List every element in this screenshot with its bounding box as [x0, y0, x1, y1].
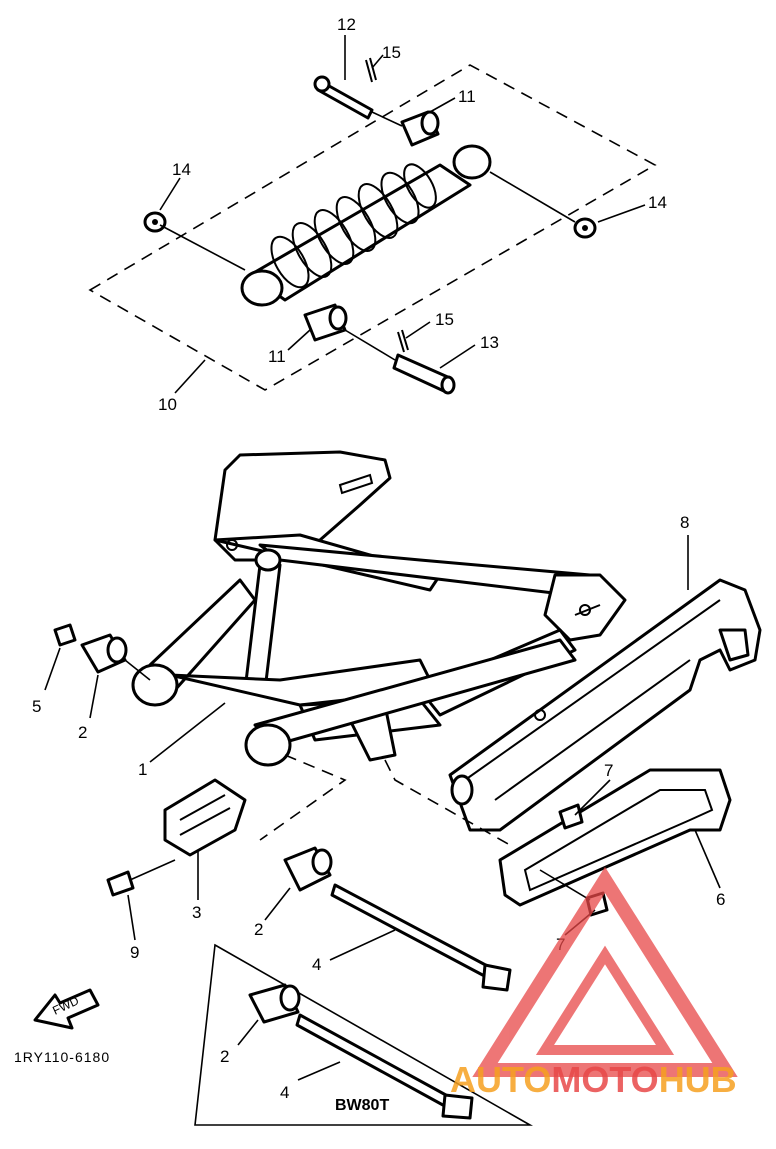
callout-12: 12: [337, 15, 356, 34]
variant-outline: [194, 943, 534, 1126]
shock-upper-pin: [313, 75, 374, 120]
assembly-guides: [124, 659, 591, 901]
watermark-part3: HUB: [659, 1059, 737, 1100]
callout-2-left: 2: [78, 723, 87, 742]
callout-6: 6: [716, 890, 725, 909]
collar-variant: [248, 983, 301, 1024]
rear-arm: [131, 450, 627, 767]
callout-2-middle: 2: [254, 920, 263, 939]
callout-14-right: 14: [648, 193, 667, 212]
callout-15-upper: 15: [382, 43, 401, 62]
callout-5: 5: [32, 697, 41, 716]
chain-puller: [498, 768, 732, 907]
callout-13: 13: [480, 333, 499, 352]
watermark-text: AUTOMOTOHUB: [450, 1059, 737, 1100]
callout-10: 10: [158, 395, 177, 414]
shock-assembly-guides: [159, 111, 576, 361]
cotter-pin-lower: [397, 329, 409, 353]
figure-code: 1RY110-6180: [14, 1049, 110, 1065]
watermark-part1: AUTO: [450, 1059, 551, 1100]
variant-label: BW80T: [335, 1097, 389, 1114]
callout-4-variant: 4: [280, 1083, 289, 1102]
bracket: [163, 778, 247, 857]
bushing-upper: [400, 110, 440, 147]
callout-1: 1: [138, 760, 147, 779]
callout-3: 3: [192, 903, 201, 922]
nut-left: [53, 623, 77, 647]
chain-case: [448, 578, 762, 832]
washer-left: [143, 211, 167, 233]
bushing-lower: [303, 303, 348, 342]
callout-14-left: 14: [172, 160, 191, 179]
callouts: 12 15 11 14 14 11 15 13 10 1 2 5 8 7 6 7…: [32, 15, 725, 1102]
washer-right: [573, 217, 597, 239]
watermark-logo-icon: [472, 866, 738, 1077]
bolt-bracket: [106, 859, 176, 897]
rear-shock-absorber: [240, 144, 492, 307]
callout-8: 8: [680, 513, 689, 532]
callout-15-lower: 15: [435, 310, 454, 329]
cotter-pin-upper: [365, 57, 377, 83]
callout-7-upper: 7: [604, 761, 613, 780]
pivot-shaft: [330, 883, 512, 992]
collar-left: [80, 633, 128, 674]
fwd-arrow-icon: [33, 988, 100, 1030]
callout-4-middle: 4: [312, 955, 321, 974]
collar-middle: [283, 846, 333, 892]
callout-11-lower: 11: [268, 347, 286, 366]
svg-text:AUTOMOTOHUB: AUTOMOTOHUB: [450, 1059, 737, 1100]
callout-2-variant: 2: [220, 1047, 229, 1066]
bolt-chain-case: [558, 803, 584, 830]
watermark-part2: MOTO: [551, 1059, 658, 1100]
shock-assembly-outline: [88, 64, 657, 391]
pivot-shaft-variant: [295, 1013, 474, 1120]
shock-lower-pin: [392, 353, 456, 395]
callout-9: 9: [130, 943, 139, 962]
callout-11-upper: 11: [458, 87, 476, 106]
